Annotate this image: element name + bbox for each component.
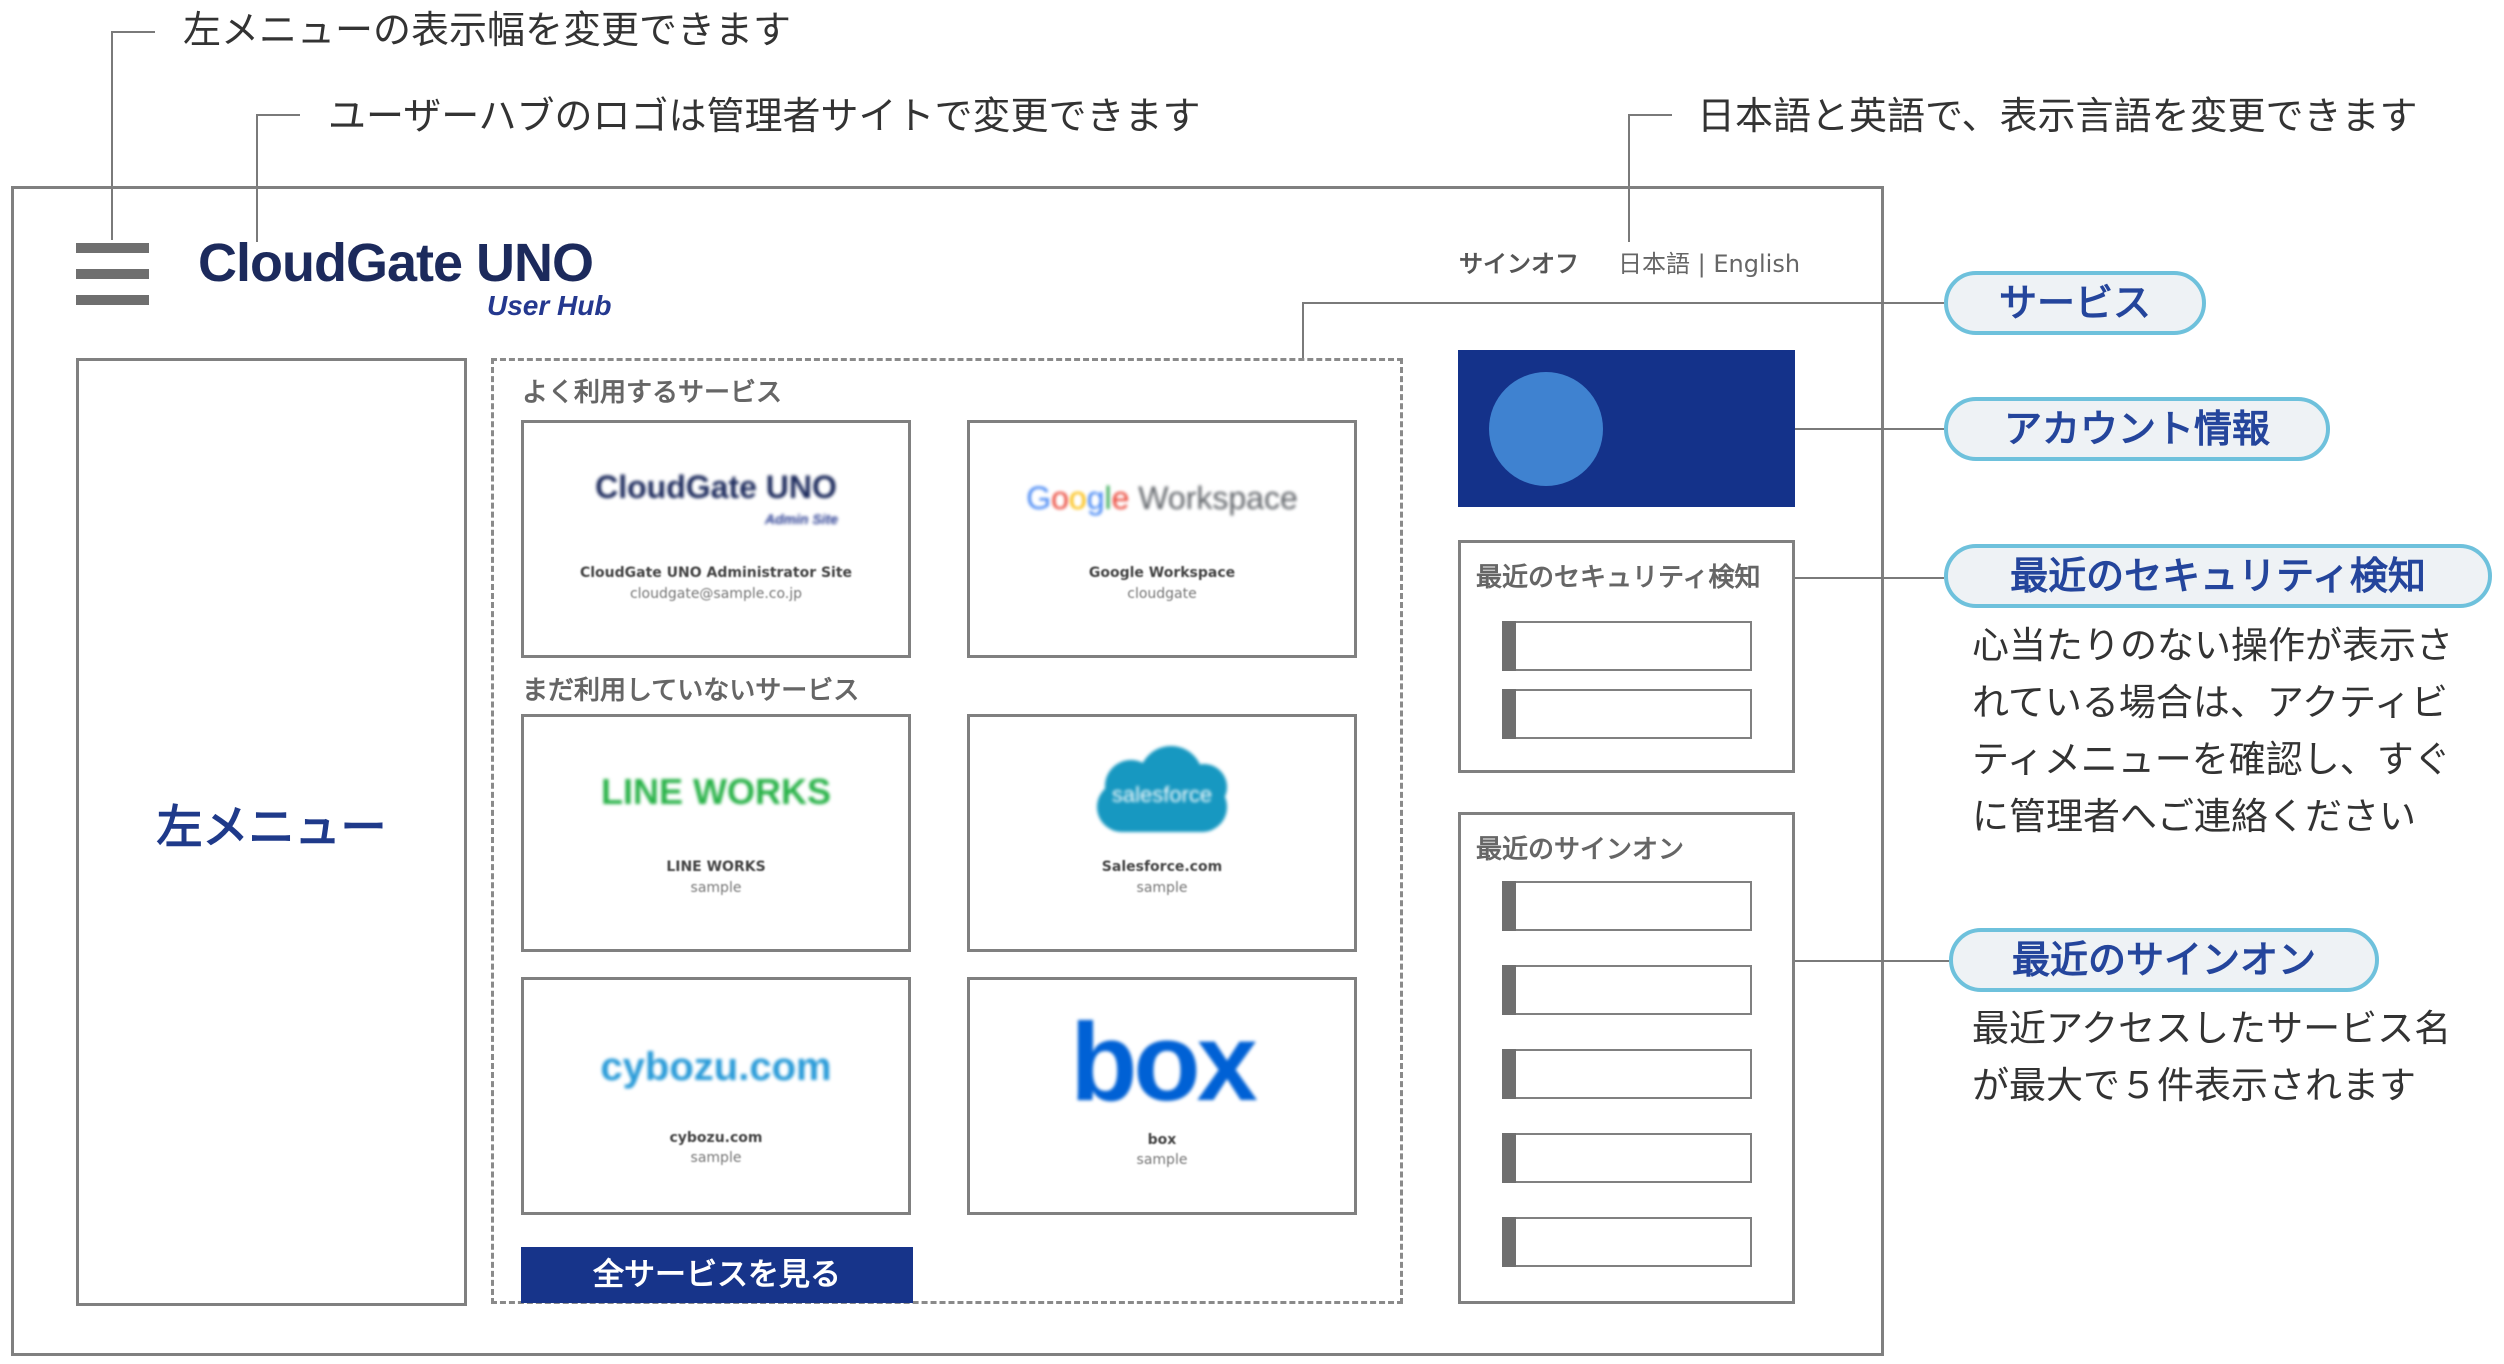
card-name: box <box>1147 1132 1177 1148</box>
label-account: アカウント情報 <box>1944 397 2330 461</box>
service-card-line-works[interactable]: LINE WORKS LINE WORKS sample <box>521 714 911 952</box>
view-all-services-button[interactable]: 全サービスを見る <box>521 1247 913 1303</box>
line-works-logo: LINE WORKS <box>601 771 831 812</box>
recent-signon-panel: 最近のサインオン <box>1458 812 1795 1304</box>
card-name: Google Workspace <box>1088 565 1236 581</box>
signon-panel-title: 最近のサインオン <box>1476 835 1685 865</box>
cybozu-logo: cybozu.com <box>600 1044 832 1089</box>
security-item[interactable] <box>1502 621 1752 671</box>
cloudgate-logo: CloudGate UNO Admin Site <box>595 469 838 527</box>
connector-line <box>111 31 155 33</box>
connector-line <box>1628 114 1672 116</box>
lang-separator: | <box>1697 250 1706 278</box>
unused-services-label: まだ利用していないサービス <box>522 676 860 706</box>
box-logo: box <box>1070 1001 1258 1124</box>
card-sub: sample <box>690 880 742 896</box>
signon-item[interactable] <box>1502 1049 1752 1099</box>
signon-item[interactable] <box>1502 1217 1752 1267</box>
connector-line <box>1795 960 1949 962</box>
avatar[interactable] <box>1489 372 1603 486</box>
signon-item[interactable] <box>1502 965 1752 1015</box>
logo-title: CloudGate UNO <box>198 233 594 293</box>
signon-note: 最近アクセスしたサービス名 が最大で５件表示されます <box>1972 1007 2452 1107</box>
connector-line <box>256 114 300 116</box>
security-item[interactable] <box>1502 689 1752 739</box>
service-card-salesforce[interactable]: salesforce Salesforce.com sample <box>967 714 1357 952</box>
card-name: cybozu.com <box>669 1130 763 1146</box>
user-hub-screen-frame <box>11 186 1884 1356</box>
connector-line <box>1795 577 1944 579</box>
service-card-google-workspace[interactable]: Google Workspace Google Workspace cloudg… <box>967 420 1357 658</box>
lang-en-link[interactable]: English <box>1713 250 1801 278</box>
logo-subtitle: User Hub <box>487 290 612 321</box>
label-security: 最近のセキュリティ検知 <box>1944 544 2492 608</box>
connector-line <box>1302 302 1944 304</box>
frequent-services-label: よく利用するサービス <box>522 378 783 408</box>
card-sub: sample <box>690 1150 742 1166</box>
left-menu: 左メニュー <box>76 358 467 1306</box>
card-sub: sample <box>1136 1152 1188 1168</box>
connector-line <box>1302 302 1304 358</box>
lang-ja-link[interactable]: 日本語 <box>1618 250 1690 278</box>
signon-item[interactable] <box>1502 881 1752 931</box>
left-menu-label: 左メニュー <box>156 800 387 854</box>
security-note: 心当たりのない操作が表示さ れている場合は、アクティビ ティメニューを確認し、す… <box>1972 624 2453 838</box>
signon-item[interactable] <box>1502 1133 1752 1183</box>
card-name: Salesforce.com <box>1101 859 1223 875</box>
label-service: サービス <box>1944 271 2206 335</box>
signoff-link[interactable]: サインオフ <box>1459 250 1579 278</box>
card-sub: cloudgate@sample.co.jp <box>629 586 803 602</box>
callout-left-menu-width: 左メニューの表示幅を変更できます <box>183 8 792 52</box>
callout-logo-change: ユーザーハブのロゴは管理者サイトで変更できます <box>328 94 1201 138</box>
services-area <box>491 358 1403 1304</box>
connector-line <box>256 114 258 242</box>
card-sub: sample <box>1136 880 1188 896</box>
card-sub: cloudgate <box>1127 586 1197 602</box>
connector-line <box>1628 114 1630 242</box>
hamburger-menu-icon[interactable] <box>76 243 149 305</box>
salesforce-cloud-logo: salesforce <box>970 717 1354 867</box>
card-name: CloudGate UNO Administrator Site <box>579 565 853 581</box>
callout-language: 日本語と英語で、表示言語を変更できます <box>1697 94 2418 138</box>
connector-line <box>1795 428 1944 430</box>
service-card-box[interactable]: box box sample <box>967 977 1357 1215</box>
recent-security-panel: 最近のセキュリティ検知 <box>1458 540 1795 773</box>
service-card-cybozu[interactable]: cybozu.com cybozu.com sample <box>521 977 911 1215</box>
language-switcher: 日本語 | English <box>1618 244 1800 279</box>
label-signon: 最近のサインオン <box>1949 928 2379 992</box>
security-panel-title: 最近のセキュリティ検知 <box>1476 563 1761 593</box>
google-workspace-logo: Google Workspace <box>1026 479 1298 516</box>
card-name: LINE WORKS <box>666 859 766 875</box>
connector-line <box>111 31 113 240</box>
service-card-cloudgate-admin[interactable]: CloudGate UNO Admin Site CloudGate UNO A… <box>521 420 911 658</box>
